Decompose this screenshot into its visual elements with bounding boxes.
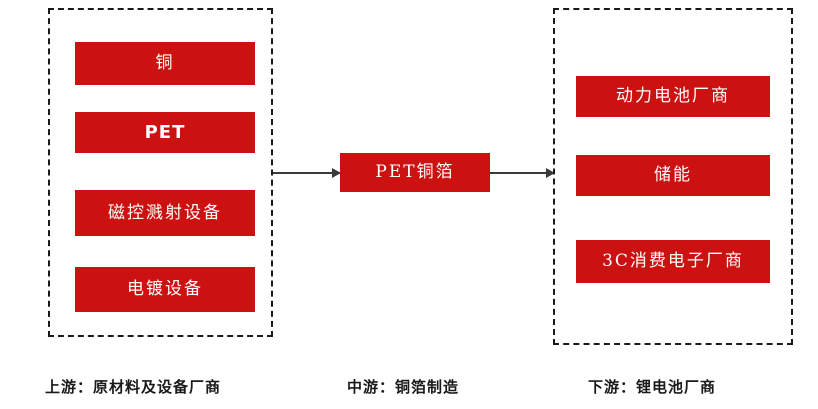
arrow-head-icon	[332, 168, 341, 178]
upstream-box-pet[interactable]: PET	[75, 112, 255, 153]
upstream-box-copper[interactable]: 铜	[75, 42, 255, 85]
downstream-box-power-battery-manufacturers[interactable]: 动力电池厂商	[576, 76, 770, 117]
arrow-shaft	[490, 172, 554, 174]
caption-upstream: 上游：原材料及设备厂商	[45, 378, 222, 396]
arrow-midstream-to-downstream	[490, 168, 555, 178]
arrow-head-icon	[546, 168, 555, 178]
caption-downstream: 下游：锂电池厂商	[588, 378, 717, 396]
midstream-box-pet-copper-foil[interactable]: PET铜箔	[340, 153, 490, 192]
upstream-box-electroplating-equipment[interactable]: 电镀设备	[75, 267, 255, 312]
arrow-upstream-to-midstream	[273, 168, 341, 178]
caption-midstream: 中游：铜箔制造	[347, 378, 460, 396]
downstream-group-boundary	[553, 8, 793, 345]
upstream-box-magnetron-sputtering-equipment[interactable]: 磁控溅射设备	[75, 190, 255, 236]
downstream-box-energy-storage[interactable]: 储能	[576, 155, 770, 196]
downstream-box-3c-consumer-electronics-manufacturers[interactable]: 3C消费电子厂商	[576, 240, 770, 283]
arrow-shaft	[273, 172, 340, 174]
upstream-group-boundary	[48, 8, 273, 337]
